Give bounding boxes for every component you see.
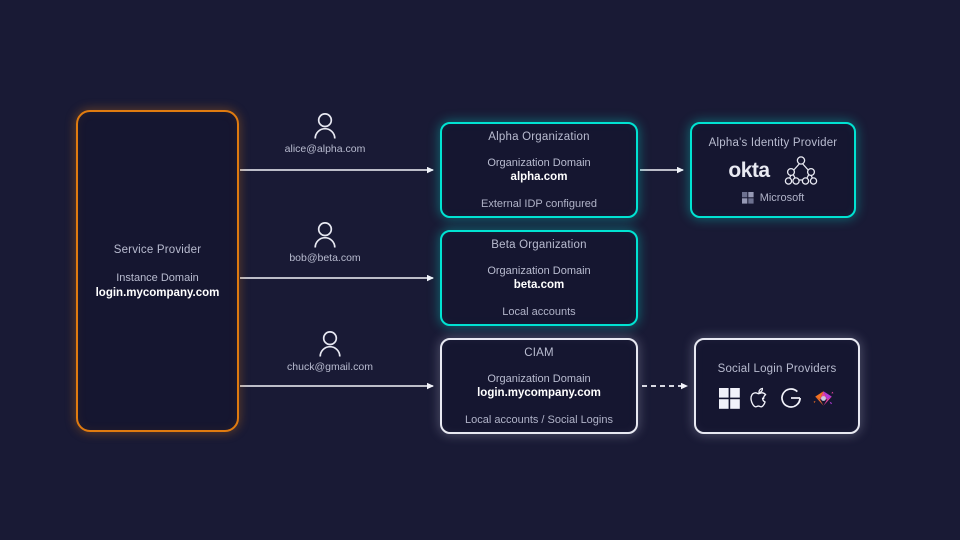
alpha-organization-domain-label: Organization Domain (487, 156, 591, 169)
microsoft-icon[interactable] (719, 387, 740, 409)
microsoft-row: Microsoft (741, 191, 805, 204)
user-alice[interactable]: alice@alpha.com (250, 112, 400, 155)
alpha-identity-provider-node[interactable]: Alpha's Identity Provider okta (690, 122, 856, 218)
service-provider-title: Service Provider (113, 243, 202, 256)
okta-icon: okta (728, 159, 770, 182)
alpha-identity-provider-title: Alpha's Identity Provider (708, 136, 838, 149)
alpha-organization-title: Alpha Organization (488, 130, 590, 143)
person-icon (314, 222, 336, 248)
alpha-organization-domain-value: alpha.com (510, 170, 568, 183)
beta-organization-node[interactable]: Beta Organization Organization Domain be… (440, 230, 638, 326)
social-login-providers-node[interactable]: Social Login Providers (694, 338, 860, 434)
beta-organization-domain-value: beta.com (513, 278, 565, 291)
social-login-providers-title: Social Login Providers (717, 362, 837, 375)
beta-organization-note: Local accounts (502, 305, 576, 318)
microsoft-label: Microsoft (759, 191, 805, 204)
person-icon (319, 331, 341, 357)
idp-logo-row: okta (728, 155, 817, 187)
service-provider-node[interactable]: Service Provider Instance Domain login.m… (76, 110, 239, 432)
ciam-organization-domain-value: login.mycompany.com (477, 386, 601, 399)
user-bob[interactable]: bob@beta.com (250, 221, 400, 264)
beta-organization-title: Beta Organization (491, 238, 587, 251)
apple-icon[interactable] (750, 387, 770, 409)
beta-organization-domain-label: Organization Domain (487, 264, 591, 277)
service-provider-domain-label: Instance Domain (116, 271, 199, 284)
gitlab-icon[interactable] (812, 387, 835, 410)
user-chuck[interactable]: chuck@gmail.com (255, 330, 405, 373)
user-bob-email: bob@beta.com (289, 252, 361, 264)
ciam-organization-domain-label: Organization Domain (487, 372, 591, 385)
person-icon (314, 113, 336, 139)
user-chuck-email: chuck@gmail.com (287, 361, 373, 373)
google-icon[interactable] (780, 387, 802, 409)
microsoft-icon (741, 191, 754, 204)
social-logo-row (719, 387, 835, 410)
ciam-organization-node[interactable]: CIAM Organization Domain login.mycompany… (440, 338, 638, 434)
ciam-organization-title: CIAM (524, 346, 554, 359)
ldap-tree-icon (784, 155, 817, 185)
alpha-organization-node[interactable]: Alpha Organization Organization Domain a… (440, 122, 638, 218)
user-alice-email: alice@alpha.com (284, 143, 366, 155)
service-provider-domain-value: login.mycompany.com (95, 286, 220, 299)
alpha-organization-note: External IDP configured (481, 197, 597, 210)
ciam-organization-note: Local accounts / Social Logins (465, 413, 613, 426)
